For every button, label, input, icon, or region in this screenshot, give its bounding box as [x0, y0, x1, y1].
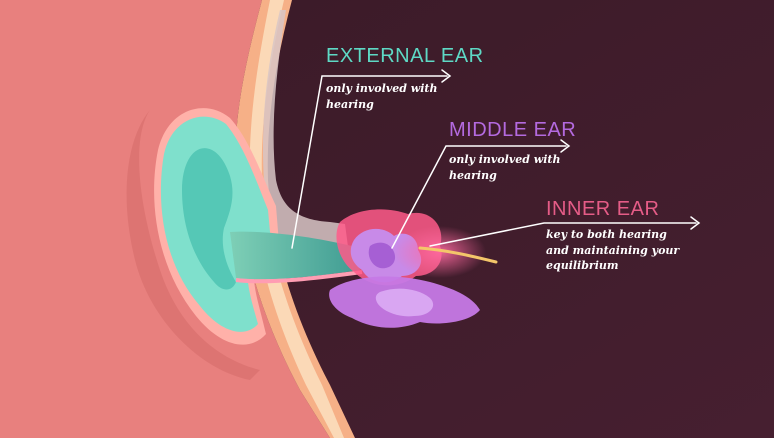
- canal-lining: [235, 270, 363, 284]
- external-ear-leader: [291, 69, 452, 249]
- ossicle-detail: [368, 242, 396, 269]
- inner-ear-desc-line-1: key to both hearing: [546, 228, 667, 241]
- middle-ear-title: MIDDLE EAR: [449, 119, 577, 141]
- inner-ear-glow: [394, 226, 486, 278]
- external-ear-title: EXTERNAL EAR: [326, 45, 484, 67]
- skin-shadow: [126, 110, 260, 380]
- ear-canal: [230, 231, 360, 280]
- inner-ear-title: INNER EAR: [546, 198, 660, 220]
- middle-ear-desc-line-2: hearing: [449, 168, 497, 182]
- inner-ear-leader: [429, 216, 701, 247]
- middle-ear-description: only involved with hearing: [449, 152, 560, 183]
- middle-ear-leader: [391, 139, 571, 249]
- bone-band-inner: [249, 0, 344, 438]
- external-ear-description: only involved with hearing: [326, 81, 437, 112]
- middle-ear-desc-line-1: only involved with: [449, 153, 561, 166]
- external-ear-desc-line-2: hearing: [326, 97, 374, 111]
- auditory-nerve: [418, 246, 498, 264]
- pinna-inner-fold: [182, 148, 236, 290]
- inner-ear-desc-line-2: and maintaining your: [546, 243, 680, 257]
- inner-ear-description: key to both hearing and maintaining your…: [546, 227, 679, 274]
- inner-ear-desc-line-3: equilibrium: [546, 259, 619, 272]
- cochlea: [375, 288, 434, 317]
- external-ear-desc-line-1: only involved with: [326, 82, 438, 95]
